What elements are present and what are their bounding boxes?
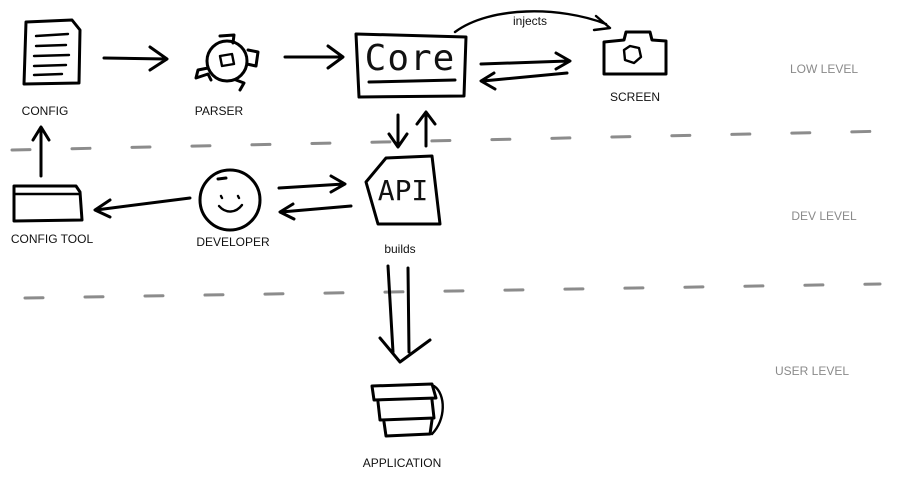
- application-label: APPLICATION: [362, 456, 442, 470]
- arrow-config-parser: [102, 45, 169, 72]
- arrow-developer-api: [277, 174, 347, 194]
- injects-label: injects: [512, 14, 548, 28]
- divider-low-dev: [10, 129, 892, 152]
- arrow-api-developer: [278, 202, 353, 221]
- api-label: API: [377, 174, 429, 207]
- config-tool-label: CONFIG TOOL: [10, 232, 94, 246]
- core-label: Core: [364, 38, 456, 79]
- parser-label: PARSER: [194, 104, 244, 118]
- arrow-developer-configtool: [93, 196, 192, 219]
- document-icon: [22, 18, 82, 86]
- user-level-label: USER LEVEL: [774, 364, 850, 378]
- arrow-core-screen-injects: [453, 10, 612, 34]
- smiley-icon: [198, 168, 262, 232]
- application-icon: [370, 382, 444, 438]
- folder-icon: [12, 184, 84, 223]
- builds-label: builds: [384, 242, 416, 256]
- config-label: CONFIG: [21, 104, 69, 118]
- developer-label: DEVELOPER: [196, 235, 270, 249]
- arrow-parser-core: [283, 44, 345, 70]
- arrow-core-screen: [479, 51, 572, 71]
- low-level-label: LOW LEVEL: [789, 62, 859, 76]
- api-box: [364, 154, 442, 226]
- arrow-api-core: [415, 110, 437, 148]
- gear-icon: [194, 33, 260, 92]
- screen-label: SCREEN: [609, 90, 661, 104]
- camera-icon: [602, 30, 668, 76]
- arrow-screen-core: [479, 71, 569, 91]
- divider-dev-user: [23, 282, 882, 300]
- arrow-api-application-builds: [378, 264, 432, 364]
- arrow-configtool-config: [31, 125, 51, 178]
- core-box: [354, 32, 468, 99]
- arrow-core-api: [387, 113, 409, 149]
- dev-level-label: DEV LEVEL: [791, 209, 857, 223]
